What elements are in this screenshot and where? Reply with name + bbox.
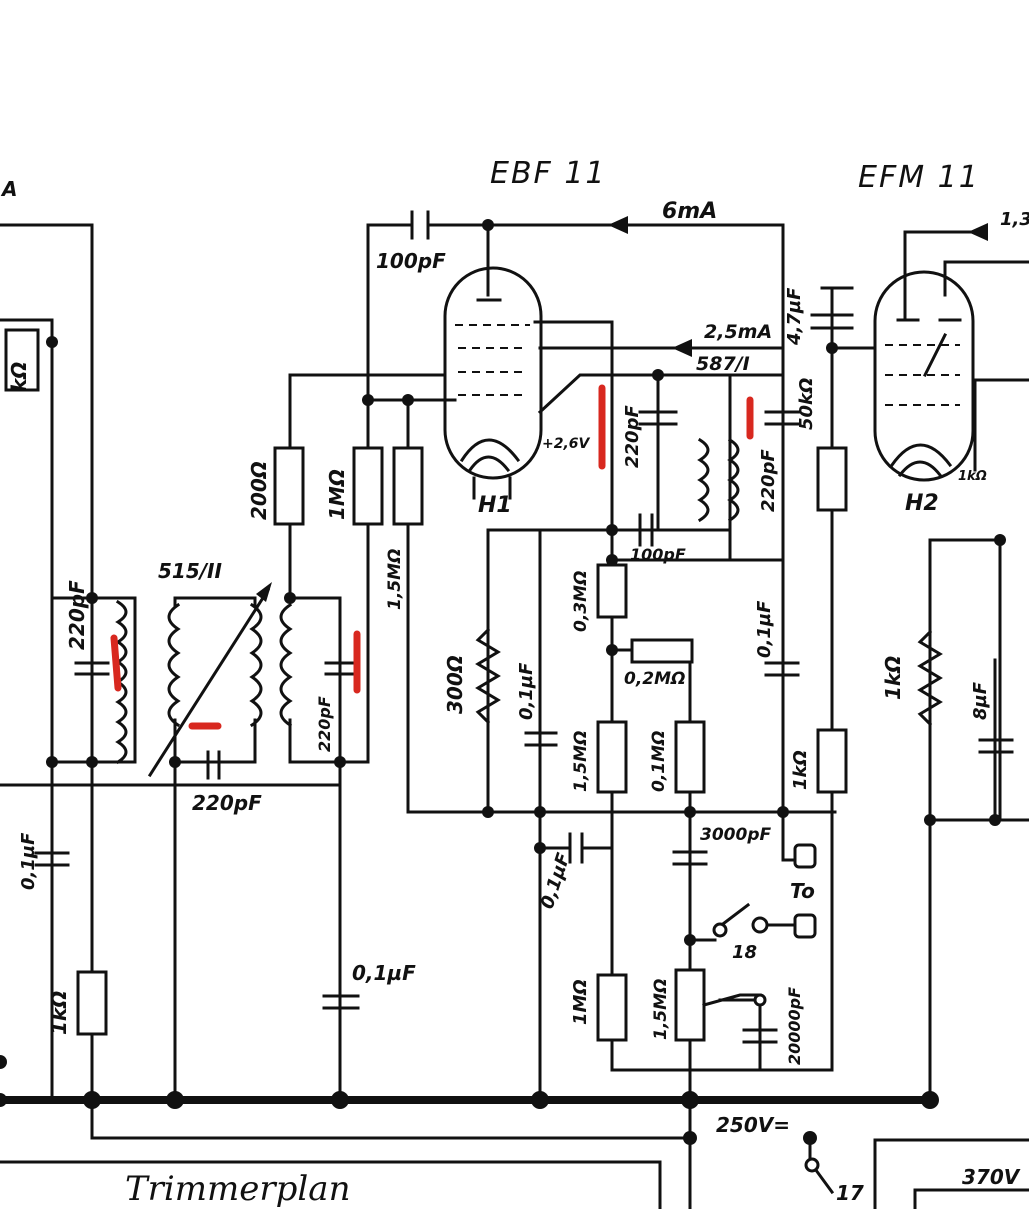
svg-text:1,5MΩ: 1,5MΩ: [571, 731, 591, 792]
svg-text:50kΩ: 50kΩ: [796, 378, 817, 430]
svg-text:2,5mA: 2,5mA: [704, 321, 772, 343]
svg-text:0,1µF: 0,1µF: [352, 961, 416, 985]
svg-text:220pF: 220pF: [758, 449, 779, 512]
svg-text:18: 18: [732, 942, 757, 963]
tube-ebf11-title: EBF 11: [490, 156, 607, 191]
svg-text:kΩ: kΩ: [7, 362, 31, 392]
svg-text:0,1µF: 0,1µF: [754, 600, 775, 658]
coils: [115, 437, 740, 778]
svg-text:1MΩ: 1MΩ: [325, 469, 349, 520]
svg-text:250V=: 250V=: [716, 1113, 790, 1137]
svg-text:0,1µF: 0,1µF: [516, 662, 537, 720]
tube-efm11: [873, 270, 975, 482]
svg-text:370V: 370V: [962, 1165, 1021, 1189]
svg-text:A: A: [0, 177, 17, 201]
current-arrows: [608, 216, 988, 357]
svg-text:1kΩ: 1kΩ: [47, 991, 71, 1035]
resistors: [4, 328, 943, 1042]
tube-h2-ref: H2: [905, 491, 939, 516]
svg-text:To: To: [790, 879, 815, 903]
svg-text:3000pF: 3000pF: [700, 825, 771, 845]
svg-text:100pF: 100pF: [376, 249, 446, 273]
svg-text:0,2MΩ: 0,2MΩ: [624, 669, 685, 689]
svg-text:300Ω: 300Ω: [443, 655, 467, 714]
svg-text:8µF: 8µF: [970, 681, 991, 720]
svg-text:17: 17: [836, 1181, 864, 1205]
svg-text:6mA: 6mA: [662, 199, 717, 224]
svg-text:220pF: 220pF: [315, 696, 334, 752]
svg-text:220pF: 220pF: [65, 580, 89, 650]
tube-efm11-title: EFM 11: [858, 160, 980, 195]
svg-text:100pF: 100pF: [630, 545, 686, 564]
svg-text:20000pF: 20000pF: [785, 987, 804, 1065]
svg-text:0,3MΩ: 0,3MΩ: [571, 571, 591, 632]
capacitors: [34, 210, 1014, 1044]
svg-text:0,1MΩ: 0,1MΩ: [649, 731, 669, 792]
svg-text:587/I: 587/I: [696, 353, 750, 375]
svg-text:1,3: 1,3: [1000, 209, 1029, 230]
switches: [712, 843, 835, 1195]
tube-h1-ref: H1: [478, 493, 512, 518]
svg-text:1,5MΩ: 1,5MΩ: [385, 549, 405, 610]
junction-dots: [0, 219, 1006, 1145]
svg-text:1kΩ: 1kΩ: [790, 750, 811, 790]
svg-text:1,5MΩ: 1,5MΩ: [651, 979, 671, 1040]
svg-text:0,1µF: 0,1µF: [18, 832, 39, 890]
labels: EBF 11 EFM 11 H1 H2 A kΩ 100pF 6mA 2,5mA…: [0, 156, 1029, 1209]
svg-text:0,1µF: 0,1µF: [537, 850, 575, 912]
red-annotations: [110, 384, 754, 730]
svg-text:515/II: 515/II: [158, 559, 222, 583]
svg-text:1kΩ: 1kΩ: [958, 469, 987, 484]
svg-text:200Ω: 200Ω: [247, 461, 271, 520]
svg-text:220pF: 220pF: [192, 791, 262, 815]
svg-text:+2,6V: +2,6V: [542, 436, 591, 452]
tube-ebf11: [443, 266, 543, 500]
svg-text:1kΩ: 1kΩ: [881, 656, 905, 700]
svg-text:220pF: 220pF: [622, 405, 643, 468]
svg-text:1MΩ: 1MΩ: [570, 979, 591, 1025]
trimmerplan-title: Trimmerplan: [125, 1169, 350, 1209]
svg-text:4,7µF: 4,7µF: [784, 287, 805, 346]
